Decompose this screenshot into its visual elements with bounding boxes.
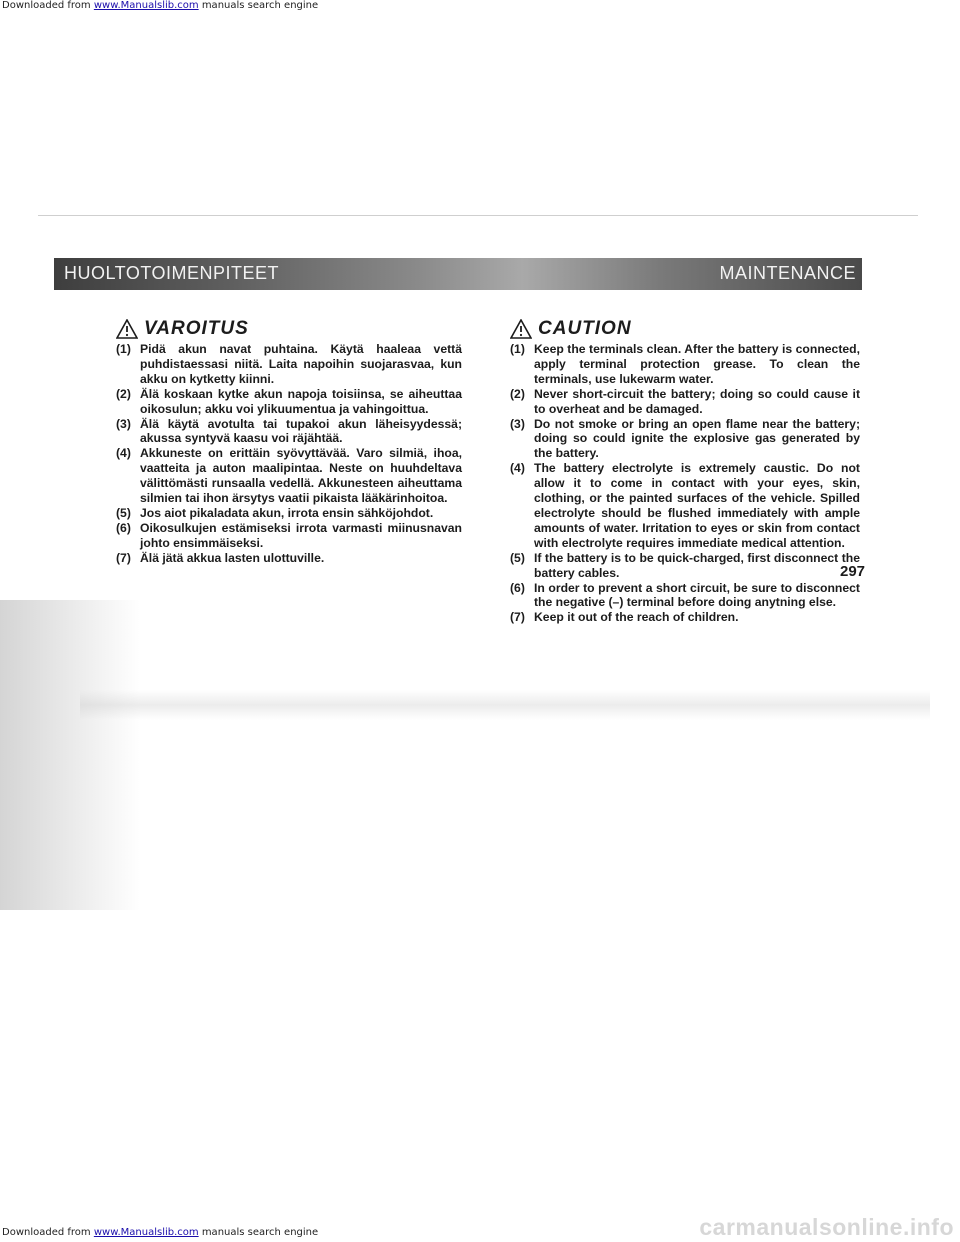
item-number: (1)	[510, 342, 525, 356]
list-item: (2) Never short-circuit the battery; doin…	[510, 387, 860, 417]
manualslib-link[interactable]: www.Manualslib.com	[93, 1227, 199, 1238]
item-number: (6)	[116, 520, 131, 535]
warning-title-row: VAROITUS	[116, 318, 462, 340]
item-text: Do not smoke or bring an open flame near…	[534, 416, 860, 461]
download-note-bottom: Downloaded from www.Manualslib.com manua…	[2, 1227, 318, 1238]
warning-triangle-icon	[116, 319, 138, 339]
caution-column-english: CAUTION (1) Keep the terminals clean. Aft…	[510, 318, 860, 625]
item-text: Keep it out of the reach of children.	[534, 610, 739, 625]
item-text: In order to prevent a short circuit, be …	[534, 580, 860, 610]
list-item: (3) Älä käytä avotulta tai tupakoi akun l…	[116, 417, 462, 447]
list-item: (4) Akkuneste on erittäin syövyttävää. Va…	[116, 446, 462, 506]
item-text: Älä jätä akkua lasten ulottuville.	[140, 550, 325, 565]
item-number: (5)	[116, 505, 131, 520]
item-number: (2)	[116, 386, 131, 401]
list-item: (7) Keep it out of the reach of children.	[510, 610, 860, 625]
manualslib-link[interactable]: www.Manualslib.com	[93, 0, 199, 11]
item-number: (7)	[116, 550, 131, 565]
item-number: (3)	[510, 416, 525, 431]
download-note-prefix: Downloaded from	[2, 0, 94, 11]
item-number: (6)	[510, 580, 525, 595]
caution-title: CAUTION	[538, 317, 632, 339]
warning-list-finnish: (1) Pidä akun navat puhtaina. Käytä haale…	[116, 342, 462, 566]
item-number: (4)	[116, 446, 131, 461]
warning-title: VAROITUS	[144, 317, 249, 339]
download-note-top: Downloaded from www.Manualslib.com manua…	[2, 0, 318, 11]
list-item: (6) In order to prevent a short circuit, …	[510, 581, 860, 611]
caution-list-english: (1) Keep the terminals clean. After the b…	[510, 342, 860, 625]
item-number: (1)	[116, 342, 131, 356]
item-text: Jos aiot pikaladata akun, irrota ensin s…	[140, 505, 434, 520]
item-text: Pidä akun navat puhtaina. Käytä haaleaa …	[140, 342, 462, 386]
item-text: Oikosulkujen estämiseksi irrota varmasti…	[140, 520, 462, 550]
item-text: Akkuneste on erittäin syövyttävää. Varo …	[140, 446, 462, 506]
caution-title-row: CAUTION	[510, 318, 860, 340]
site-watermark: carmanualsonline.info	[699, 1214, 954, 1240]
item-number: (3)	[116, 416, 131, 431]
scan-shadow-bottom	[80, 690, 930, 720]
item-text: The battery electrolyte is extremely cau…	[534, 461, 860, 550]
item-text: Älä koskaan kytke akun napoja toisiinsa,…	[140, 386, 462, 416]
item-text: Keep the terminals clean. After the batt…	[534, 342, 860, 386]
list-item: (1) Keep the terminals clean. After the b…	[510, 342, 860, 387]
list-item: (3) Do not smoke or bring an open flame n…	[510, 417, 860, 462]
section-header-band: HUOLTOTOIMENPITEET MAINTENANCE	[54, 258, 862, 290]
download-note-suffix: manuals search engine	[198, 0, 319, 11]
item-number: (5)	[510, 550, 525, 565]
item-text: If the battery is to be quick-charged, f…	[534, 550, 860, 580]
list-item: (2) Älä koskaan kytke akun napoja toisiin…	[116, 387, 462, 417]
list-item: (5) If the battery is to be quick-charged…	[510, 551, 860, 581]
list-item: (1) Pidä akun navat puhtaina. Käytä haale…	[116, 342, 462, 387]
list-item: (6) Oikosulkujen estämiseksi irrota varma…	[116, 521, 462, 551]
warning-triangle-icon	[510, 319, 532, 339]
list-item: (5) Jos aiot pikaladata akun, irrota ensi…	[116, 506, 462, 521]
page-number: 297	[840, 563, 866, 580]
scan-shadow-left	[0, 600, 140, 910]
item-text: Never short-circuit the battery; doing s…	[534, 386, 860, 416]
download-note-suffix: manuals search engine	[198, 1227, 319, 1238]
header-title-finnish: HUOLTOTOIMENPITEET	[64, 263, 280, 283]
list-item: (7) Älä jätä akkua lasten ulottuville.	[116, 551, 462, 566]
item-number: (2)	[510, 386, 525, 401]
download-note-prefix: Downloaded from	[2, 1227, 94, 1238]
list-item: (4) The battery electrolyte is extremely …	[510, 461, 860, 550]
item-number: (4)	[510, 461, 525, 476]
item-number: (7)	[510, 610, 525, 625]
header-title-english: MAINTENANCE	[719, 263, 856, 283]
page-edge-line	[38, 215, 918, 216]
item-text: Älä käytä avotulta tai tupakoi akun lähe…	[140, 416, 462, 446]
warning-column-finnish: VAROITUS (1) Pidä akun navat puhtaina. Kä…	[116, 318, 462, 566]
